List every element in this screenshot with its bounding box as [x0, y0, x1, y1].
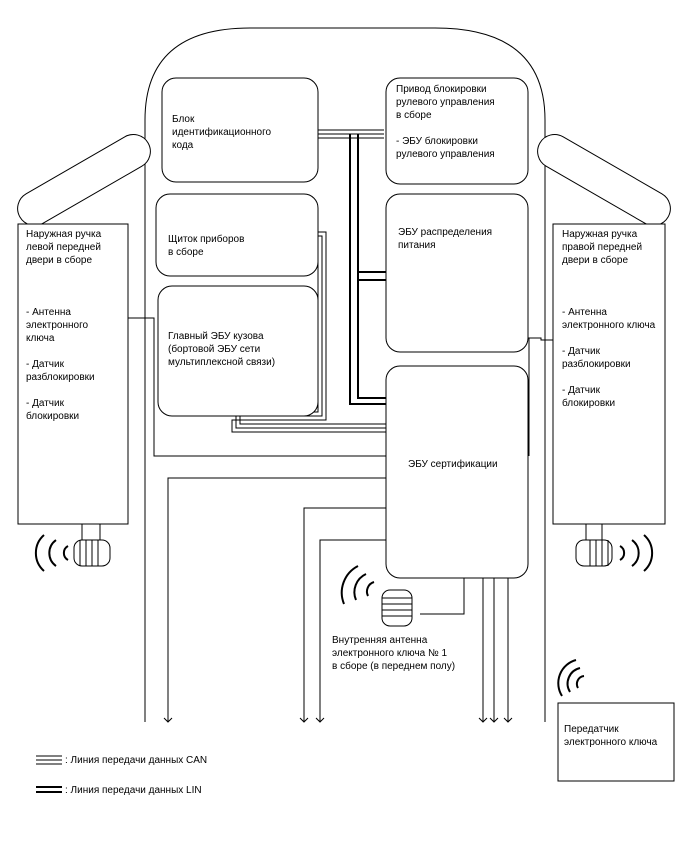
- id-code-box: [161, 77, 319, 183]
- steering-lock-box: [385, 77, 529, 185]
- key-transmitter-box: [557, 702, 675, 782]
- id-code-box-label: Блок идентификационного кода: [172, 114, 272, 151]
- left-door-antenna-icon: [34, 524, 111, 572]
- right-mirror: [537, 134, 671, 226]
- inner-antenna-icon: [340, 565, 413, 627]
- right-door-handle-label: Наружная ручка правой передней двери в с…: [562, 229, 656, 409]
- key-transmitter-label: Передатчик электронного ключа: [564, 724, 658, 748]
- instrument-panel-label: Щиток приборов в сборе: [168, 234, 245, 258]
- lin-bus-lines: [349, 134, 386, 405]
- legend-can-label: : Линия передачи данных CAN: [65, 755, 208, 766]
- steering-lock-label: Привод блокировки рулевого управления в …: [396, 84, 495, 160]
- left-door-wire: [128, 317, 386, 457]
- left-door-handle-label: Наружная ручка левой передней двери в сб…: [26, 229, 102, 422]
- inner-antenna-label: Внутренняя антенна электронного ключа № …: [332, 635, 456, 672]
- certification-ecu-box: [385, 365, 529, 579]
- ground-marks: [163, 717, 513, 723]
- left-door-handle-box: [17, 223, 129, 525]
- main-body-ecu-box: [157, 285, 319, 417]
- certification-ecu-label: ЭБУ сертификации: [408, 459, 498, 470]
- transmitter-wave-icon: [557, 659, 585, 697]
- legend-lin-icon: [36, 786, 62, 793]
- right-door-wire: [528, 337, 553, 456]
- vehicle-outline: [144, 27, 546, 722]
- instrument-panel-box: [155, 193, 319, 277]
- right-door-handle-box: [552, 223, 666, 525]
- right-door-antenna-icon: [575, 524, 654, 572]
- legend-can-icon: [36, 755, 62, 765]
- main-body-ecu-label: Главный ЭБУ кузова (бортовой ЭБУ сети му…: [168, 331, 276, 368]
- power-distribution-ecu-label: ЭБУ распределения питания: [398, 227, 493, 251]
- power-distribution-ecu-box: [385, 193, 529, 353]
- legend-lin-label: : Линия передачи данных LIN: [65, 785, 202, 796]
- left-mirror: [17, 134, 151, 226]
